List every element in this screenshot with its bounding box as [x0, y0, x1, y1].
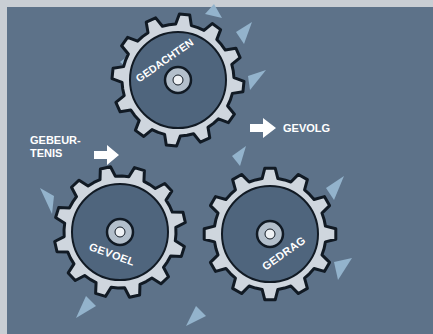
- output-arrow: [250, 118, 276, 138]
- gear-axle: [265, 229, 275, 239]
- panel: [7, 7, 433, 334]
- gear-face: [222, 186, 318, 282]
- gear-shape: [108, 10, 248, 150]
- gear-teeth: [112, 14, 244, 146]
- input-label: GEBEUR- TENIS: [30, 134, 81, 160]
- gear-hub: [257, 221, 283, 247]
- gear-node: GEDACHTEN: [108, 10, 248, 150]
- gear-node: GEDRAG: [200, 164, 340, 304]
- light-rays: [40, 4, 352, 326]
- gear-hub: [165, 67, 191, 93]
- gear-axle: [173, 75, 183, 85]
- gear-teeth: [204, 168, 336, 300]
- gear-teeth: [55, 167, 186, 298]
- gear-axle: [115, 227, 125, 237]
- gear-face: [72, 184, 168, 280]
- output-label: GEVOLG: [283, 122, 330, 135]
- input-arrow: [94, 145, 119, 165]
- gear-hub: [107, 219, 133, 245]
- gear-face: [130, 32, 226, 128]
- gear-shape: [200, 164, 340, 304]
- gear-node: GEVOEL: [50, 162, 190, 302]
- gear-shape: [50, 162, 190, 302]
